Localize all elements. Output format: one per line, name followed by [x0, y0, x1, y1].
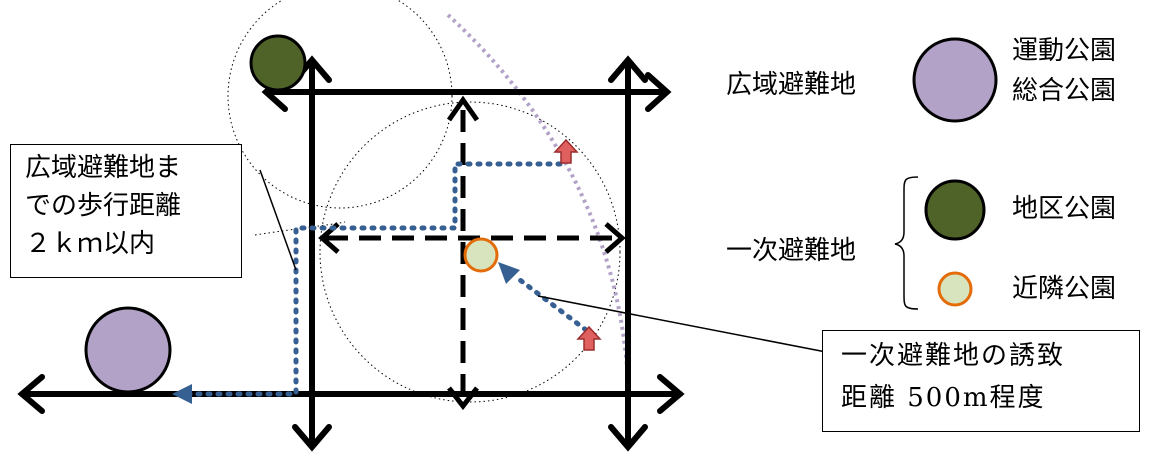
route-end-arrow-park — [498, 262, 520, 284]
district-park-marker — [249, 34, 307, 92]
legend-wide-area-label-2: 総合公園 — [1012, 76, 1117, 106]
legend-neighborhood-park-symbol — [937, 271, 973, 307]
walking-distance-line-1: 広域避難地ま — [25, 153, 182, 183]
legend-primary-title: 一次避難地 — [726, 236, 857, 266]
legend-district-park-symbol — [924, 179, 986, 241]
walking-distance-line-2: での歩行距離 — [25, 191, 182, 221]
induction-distance-line-2: 距離 500m程度 — [841, 383, 1046, 413]
legend-district-park-label: 地区公園 — [1012, 194, 1117, 224]
legend-wide-area-title: 広域避難地 — [726, 70, 857, 100]
route-to-neighborhood-park — [517, 277, 589, 333]
walking-distance-line-3: ２ｋｍ以内 — [25, 229, 156, 259]
wide-area-park-marker — [84, 306, 172, 394]
induction-range-circle — [319, 101, 621, 403]
wide-area-range-arc — [446, 13, 631, 446]
route-to-wide-area — [182, 161, 563, 397]
walking-range-circle-small — [227, 0, 453, 209]
induction-distance-callout: 一次避難地の誘致 距離 500m程度 — [822, 330, 1140, 432]
neighborhood-park-marker — [463, 237, 499, 273]
induction-distance-line-1: 一次避難地の誘致 — [841, 341, 1066, 371]
person-arrow-lower — [576, 325, 602, 351]
legend-wide-area-symbol — [912, 37, 998, 123]
induction-cross — [318, 95, 626, 411]
walking-routes — [182, 161, 589, 397]
walking-range-arc — [254, 221, 346, 236]
callout-right-leader — [537, 295, 827, 353]
walking-distance-callout: 広域避難地ま での歩行距離 ２ｋｍ以内 — [10, 144, 242, 278]
person-arrow-upper — [553, 138, 579, 164]
callout-left-leader — [259, 169, 297, 271]
main-roads — [17, 55, 685, 452]
legend-wide-area-label-1: 運動公園 — [1012, 36, 1117, 66]
route-end-arrow-left — [172, 384, 192, 404]
legend-primary-brace — [894, 176, 919, 310]
legend-neighborhood-park-label: 近隣公園 — [1012, 274, 1117, 304]
